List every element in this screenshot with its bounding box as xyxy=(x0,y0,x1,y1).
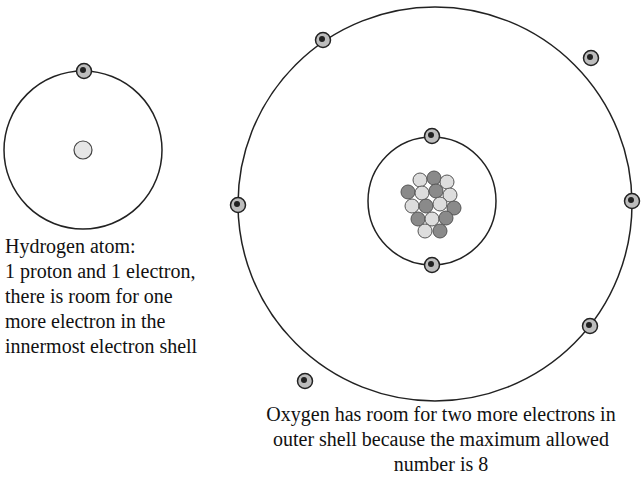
atom-caption: 1 proton and 1 electron, there is room f… xyxy=(5,259,201,359)
oxygen-atom xyxy=(231,7,640,401)
hydrogen-atom xyxy=(4,64,162,230)
atom-caption-heading: Hydrogen atom: xyxy=(5,234,205,259)
atom-caption: Oxygen has room for two more electrons i… xyxy=(252,402,630,477)
